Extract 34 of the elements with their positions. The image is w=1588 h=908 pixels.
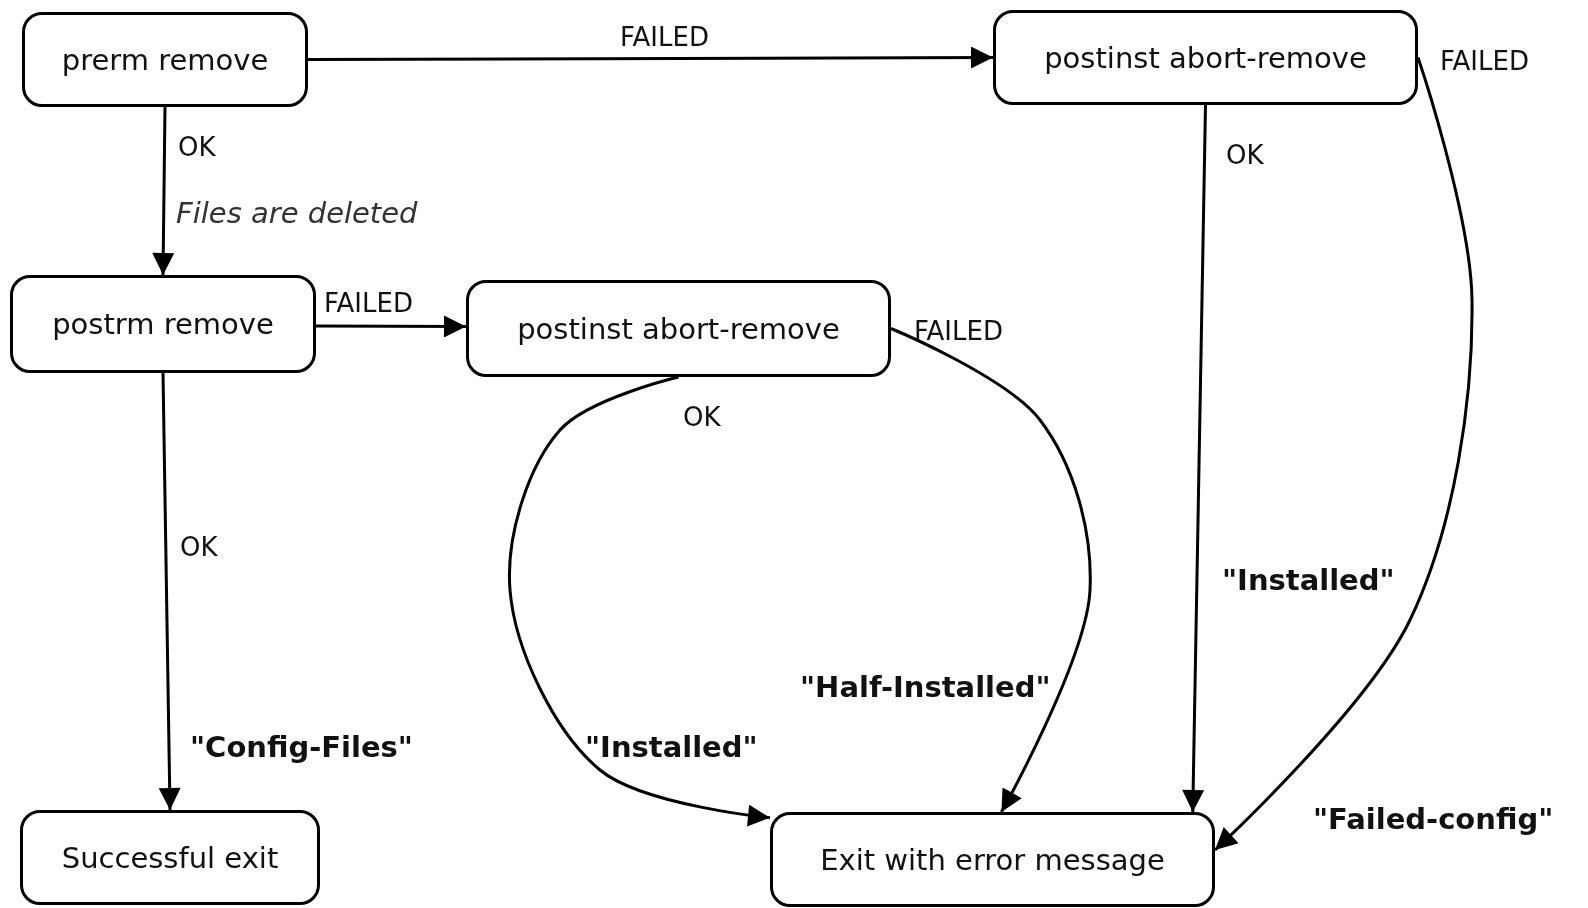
state-name: Successful exit bbox=[61, 840, 279, 875]
arrow bbox=[158, 372, 181, 811]
state-name: prerm remove bbox=[61, 42, 269, 77]
edge-label: OK bbox=[178, 132, 216, 162]
edge-label: FAILED bbox=[620, 22, 709, 52]
edge-label: FAILED bbox=[914, 316, 1003, 346]
arrow bbox=[507, 375, 771, 827]
arrow bbox=[152, 106, 175, 276]
state-box bbox=[993, 10, 1418, 105]
arrow bbox=[890, 327, 1092, 813]
edge-note: Files are deleted bbox=[176, 196, 418, 230]
edge-label: OK bbox=[1226, 140, 1264, 170]
arrow bbox=[1213, 57, 1474, 852]
arrow bbox=[1182, 104, 1207, 813]
arrow bbox=[316, 315, 466, 338]
edge-label: OK bbox=[180, 532, 218, 562]
state-label: "Installed" bbox=[1222, 563, 1395, 597]
state-name: postinst abort-remove bbox=[517, 311, 840, 346]
edge-label: OK bbox=[683, 402, 721, 432]
state-box bbox=[466, 280, 891, 377]
edge-label: FAILED bbox=[324, 288, 413, 318]
edge-label: FAILED bbox=[1440, 46, 1529, 76]
state-box bbox=[770, 812, 1215, 907]
state-label: "Failed-config" bbox=[1313, 802, 1554, 836]
state-name: Exit with error message bbox=[820, 842, 1165, 877]
state-label: "Half-Installed" bbox=[800, 670, 1051, 704]
state-label: "Config-Files" bbox=[190, 730, 413, 764]
state-box bbox=[22, 12, 308, 107]
state-name: postrm remove bbox=[52, 307, 274, 341]
state-name: postinst abort-remove bbox=[1044, 40, 1367, 75]
state-box bbox=[10, 275, 316, 373]
state-label: "Installed" bbox=[585, 730, 758, 764]
arrow bbox=[308, 46, 993, 69]
state-box bbox=[20, 810, 320, 905]
